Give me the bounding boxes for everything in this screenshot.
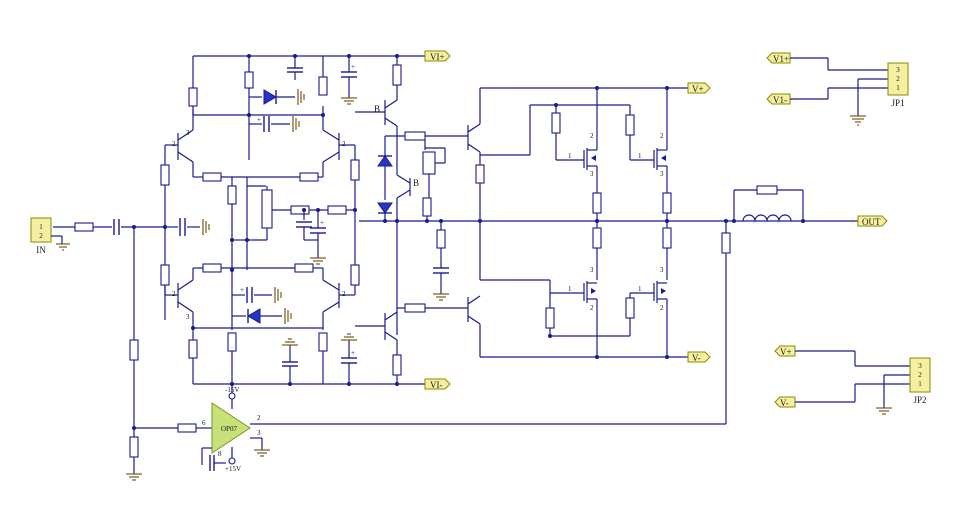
output-network — [267, 185, 858, 425]
lower-q1-pin: 2 — [172, 290, 176, 298]
jp1-pin-2: 2 — [896, 75, 900, 83]
svg-text:+: + — [351, 349, 355, 357]
jp2-connector[interactable]: V+ V- 3 2 1 JP2 — [774, 345, 931, 415]
vas-upper-base-label: B — [374, 104, 380, 114]
input-pin-2: 2 — [39, 232, 43, 240]
lower-input-pair: 2 3 2 — [160, 145, 360, 384]
center-bias-network: + — [227, 177, 355, 270]
upper-fet2-gate-pin: 1 — [638, 152, 642, 160]
upper-mosfet-bank: 1 2 3 1 2 3 — [551, 86, 672, 223]
vi-minus-port[interactable]: VI- — [424, 378, 451, 390]
svg-text:+: + — [257, 116, 261, 124]
v-minus-port-label: V- — [692, 353, 701, 363]
jp2-label: JP2 — [913, 395, 926, 405]
opamp-supply-pin: 8 — [218, 450, 222, 458]
out-port-label: OUT — [862, 217, 881, 227]
upper-q1-pin: 2 — [172, 140, 176, 148]
jp1-pin-3: 3 — [896, 66, 900, 74]
upper-fet2-source-pin: 3 — [660, 170, 664, 178]
lower-fet2-gate-pin: 1 — [638, 285, 642, 293]
upper-input-pair: 2 3 2 — [160, 56, 355, 186]
vas-mid-base-label: B — [413, 178, 419, 188]
upper-fet1-gate-pin: 1 — [568, 152, 572, 160]
jp2-v-minus-label: V- — [780, 398, 789, 408]
upper-q1-pin-top: 3 — [186, 129, 190, 137]
svg-text:+: + — [240, 286, 244, 294]
lower-q1-pin-bot: 3 — [186, 313, 190, 321]
jp1-connector[interactable]: V1+ V1- 3 2 1 JP1 — [766, 52, 909, 126]
v-minus-port[interactable]: V- — [687, 351, 711, 363]
vi-plus-rail — [192, 55, 425, 88]
input-shunt-cap — [163, 145, 210, 320]
upper-fet1-drain-pin: 2 — [590, 132, 594, 140]
opamp-pos-supply: +15V — [225, 465, 241, 473]
jp2-pin-3: 3 — [918, 362, 922, 370]
vi-minus-rail — [192, 355, 425, 385]
vi-plus-decoupling: + — [341, 54, 357, 105]
lower-fet2-source-pin: 3 — [660, 266, 664, 274]
lower-mosfet-bank: 1 3 2 1 3 2 — [545, 221, 672, 359]
input-connector[interactable]: 1 2 IN — [30, 217, 70, 255]
opamp-out-pin: 2 — [257, 414, 261, 422]
jp1-label: JP1 — [891, 98, 904, 108]
opamp-ref-pin: 3 — [257, 429, 261, 437]
upper-fet2-drain-pin: 2 — [660, 132, 664, 140]
jp1-v1-plus-label: V1+ — [773, 54, 789, 64]
input-pin-1: 1 — [39, 223, 43, 231]
lower-bias-network: + — [227, 268, 298, 386]
lower-fet1-gate-pin: 1 — [568, 285, 572, 293]
input-connector-label: IN — [36, 245, 46, 255]
v-plus-port[interactable]: V+ — [687, 82, 711, 94]
jp2-pin-1: 1 — [918, 380, 922, 388]
vi-plus-port-label: VI+ — [430, 52, 445, 62]
vi-minus-port-label: VI- — [430, 380, 443, 390]
upper-q2-pin: 2 — [342, 140, 346, 148]
upper-bias-network: + — [244, 54, 305, 160]
servo-opamp[interactable]: OP07 6 2 3 -15V +15V 8 — [177, 384, 270, 473]
vi-minus-decoupling: + — [341, 333, 357, 386]
opamp-neg-supply: -15V — [225, 386, 239, 394]
vi-plus-port[interactable]: VI+ — [424, 50, 451, 62]
lower-q2-pin: 2 — [342, 290, 346, 298]
out-port[interactable]: OUT — [857, 215, 888, 227]
jp1-pin-1: 1 — [896, 84, 900, 92]
lower-fet1-source-pin: 3 — [590, 266, 594, 274]
svg-text:+: + — [351, 63, 355, 71]
vas-stage: B B — [355, 54, 730, 386]
upper-fet1-source-pin: 3 — [590, 170, 594, 178]
jp2-pin-2: 2 — [918, 371, 922, 379]
svg-text:+: + — [320, 219, 324, 227]
input-wiring — [53, 219, 178, 481]
jp1-v1-minus-label: V1- — [773, 95, 787, 105]
opamp-part-label: OP07 — [221, 425, 237, 433]
lower-fet1-drain-pin: 2 — [590, 304, 594, 312]
jp2-v-plus-label: V+ — [780, 347, 792, 357]
output-driver-stage — [467, 87, 688, 358]
opamp-in-pin: 6 — [202, 419, 206, 427]
lower-fet2-drain-pin: 2 — [660, 304, 664, 312]
v-plus-port-label: V+ — [692, 84, 704, 94]
